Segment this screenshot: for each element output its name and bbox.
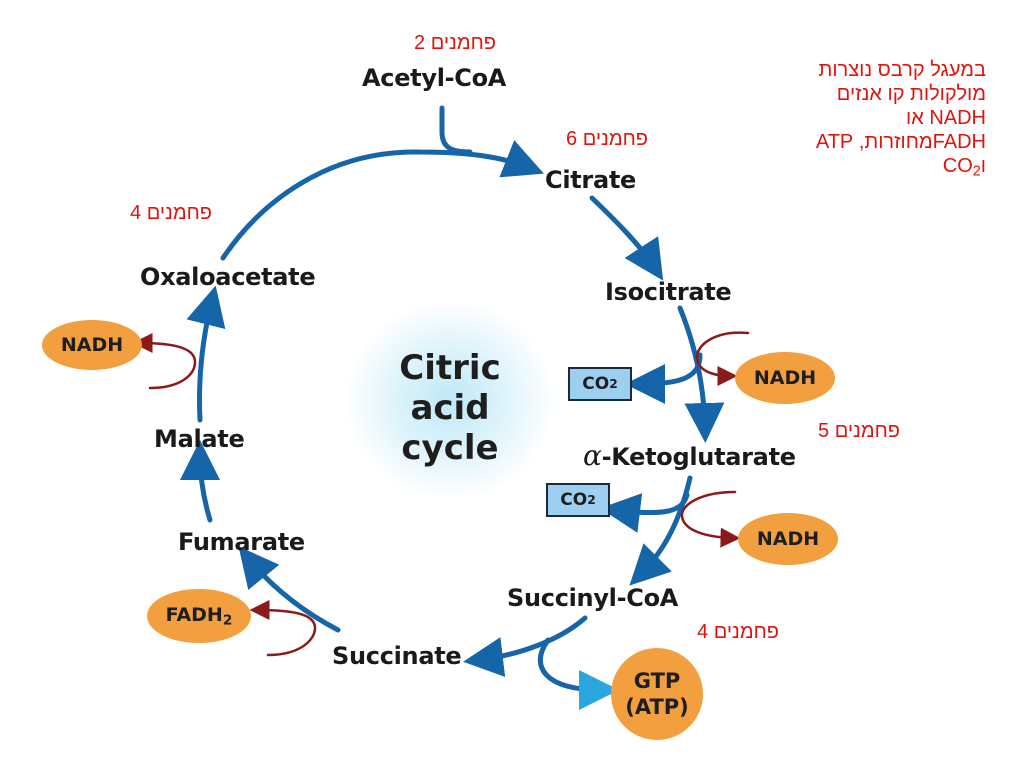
arrow-malate-to-oxaloacetate xyxy=(186,285,226,423)
label-malate: Malate xyxy=(154,425,245,453)
nadh-oval-malate: NADH xyxy=(42,320,142,370)
krebs-note-co: CO xyxy=(942,155,973,177)
arrow-to-gtp xyxy=(537,637,603,693)
carbon-note-citrate: 6 פחמנים xyxy=(566,128,648,150)
label-fumarate: Fumarate xyxy=(178,528,305,556)
arrow-succinyl-to-succinate xyxy=(463,615,588,677)
alpha-symbol: α xyxy=(583,439,602,472)
side-arrow-fadh2 xyxy=(249,600,317,657)
gtp-atp-circle: GTP (ATP) xyxy=(611,648,703,740)
side-arrow-nadh-2 xyxy=(680,490,741,548)
center-label-line-1: Citric xyxy=(399,348,501,388)
krebs-note-sub: 2 xyxy=(972,163,981,180)
atp-label: (ATP) xyxy=(625,695,689,719)
fadh2-text: FADH xyxy=(165,603,223,626)
co2-text: CO xyxy=(582,374,610,394)
center-label-line-3: cycle xyxy=(401,428,499,468)
arrow-acetyl-coa-input xyxy=(439,105,473,155)
arrow-succinate-to-fumarate xyxy=(238,546,341,633)
arrow-oxaloacetate-to-citrate xyxy=(220,140,544,261)
carbon-note-acetyl-coa: 2 פחמנים xyxy=(414,32,496,54)
co2-subscript: 2 xyxy=(609,377,618,391)
gtp-label: GTP xyxy=(633,669,681,693)
carbon-note-succinyl-coa: 4 פחמנים xyxy=(697,621,779,643)
krebs-note-line-3: NADH או xyxy=(906,107,986,129)
fadh2-subscript: 2 xyxy=(222,612,233,629)
center-label: Citric acid cycle xyxy=(380,348,520,468)
arrow-fumarate-to-malate xyxy=(180,440,221,523)
label-succinyl-coa: Succinyl-CoA xyxy=(507,584,679,612)
label-alpha-ketoglutarate: α-Ketoglutarate xyxy=(583,439,796,472)
co2-text: CO xyxy=(560,490,588,510)
center-glow xyxy=(345,300,555,500)
side-arrow-nadh-3 xyxy=(132,333,197,390)
label-oxaloacetate: Oxaloacetate xyxy=(140,263,316,291)
nadh-label: NADH xyxy=(60,334,124,356)
krebs-note-line-4: FADHמחוזרות, ATP xyxy=(815,131,986,153)
krebs-note: במעגל קרבס נוצרות מולקולות קו אנזים NADH… xyxy=(816,58,986,184)
side-arrow-nadh-1 xyxy=(695,331,750,386)
label-succinate: Succinate xyxy=(332,642,462,670)
carbon-note-ketoglutarate: 5 פחמנים xyxy=(818,420,900,442)
krebs-note-line-1: במעגל קרבס נוצרות xyxy=(818,59,986,81)
nadh-oval-ketoglutarate: NADH xyxy=(738,513,838,565)
center-label-line-2: acid xyxy=(410,388,490,428)
krebs-note-line-2: מולקולות קו אנזים xyxy=(836,83,986,105)
co2-subscript: 2 xyxy=(587,493,596,507)
fadh2-oval: FADH2 xyxy=(147,589,251,643)
nadh-oval-isocitrate: NADH xyxy=(735,352,835,404)
arrow-to-co2-1 xyxy=(625,352,703,404)
arrow-citrate-to-isocitrate xyxy=(589,195,664,281)
label-isocitrate: Isocitrate xyxy=(605,278,732,306)
carbon-note-oxaloacetate: 4 פחמנים xyxy=(130,202,212,224)
label-acetyl-coa: Acetyl-CoA xyxy=(362,64,507,92)
fadh2-label: FADH2 xyxy=(166,604,233,628)
ketoglutarate-text: -Ketoglutarate xyxy=(601,443,796,471)
arrow-to-co2-2 xyxy=(600,492,690,533)
nadh-label: NADH xyxy=(756,528,820,550)
krebs-note-prefix: ו xyxy=(980,155,986,177)
krebs-note-line-5: וCO2 xyxy=(816,154,986,184)
arrow-ketoglutarate-to-succinyl xyxy=(629,475,693,586)
krebs-note-co2: CO2 xyxy=(942,155,981,180)
nadh-label: NADH xyxy=(753,367,817,389)
label-citrate: Citrate xyxy=(545,166,636,194)
